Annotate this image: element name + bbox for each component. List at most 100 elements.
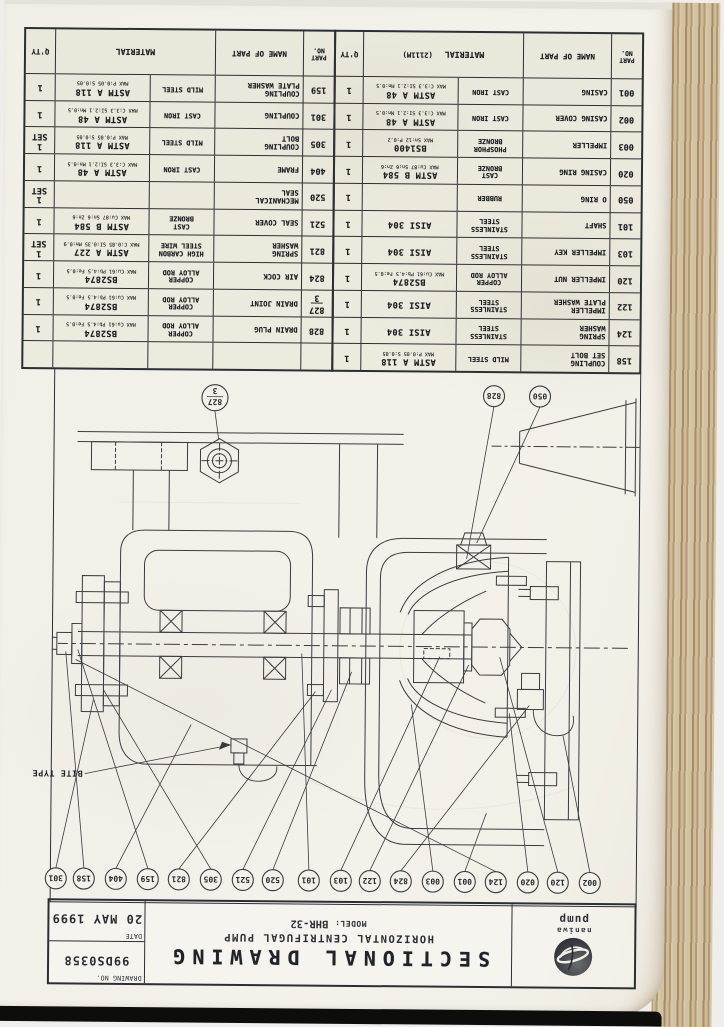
- balloon-103: 103: [333, 876, 348, 885]
- material-name-cell: MILD STEEL: [149, 129, 214, 155]
- model-label: MODEL:: [335, 919, 367, 928]
- qty-cell: 1: [335, 130, 362, 156]
- header-material-note: (2111M): [403, 50, 433, 58]
- qty-cell: 1: [25, 154, 54, 180]
- manufacturer-logo: naniwa pump: [511, 904, 634, 987]
- date-value: 20 MAY 1999: [51, 912, 142, 927]
- qty-cell: 1: [25, 101, 54, 127]
- date-label: DATE: [125, 932, 142, 940]
- balloon-828: 828: [487, 391, 502, 400]
- leader-line: [562, 736, 591, 873]
- balloon-001: 001: [457, 877, 472, 886]
- part-name-cell: CASING: [523, 78, 611, 105]
- leader-line: [74, 660, 498, 872]
- leader-line: [179, 690, 316, 870]
- material-name-cell: [149, 182, 214, 208]
- part-no-cell: 305: [302, 130, 333, 156]
- part-no-cell: [300, 344, 331, 370]
- material-name-cell: RUBBER: [457, 185, 522, 211]
- header-name-of-part: NAME OF PART: [523, 33, 611, 78]
- pump-logo-icon: [552, 936, 594, 978]
- model-value: BHR-32: [290, 917, 328, 929]
- part-name-cell: DRAIN PLUG: [212, 316, 300, 343]
- balloon-301: 301: [48, 873, 63, 882]
- part-name-cell: O RING: [522, 185, 610, 212]
- qty-cell: [23, 341, 52, 367]
- qty-cell: 1: [333, 317, 360, 343]
- part-no-cell: 824: [301, 264, 332, 290]
- part-no-cell: 520: [302, 183, 333, 209]
- leader-line: [56, 699, 93, 868]
- drawing-title-cell: SECTIONAL DRAWING HORIZONTAL CENTRIFUGAL…: [144, 901, 512, 986]
- part-no-cell: 159: [303, 76, 334, 102]
- material-spec-cell: [52, 342, 147, 369]
- qty-cell: 1: [334, 291, 361, 317]
- material-spec-cell: [362, 184, 457, 211]
- qty-cell: 1: [335, 157, 362, 183]
- part-name-cell: IMPELLER: [522, 132, 610, 159]
- leader-line: [401, 704, 529, 872]
- part-no-cell: 821: [301, 237, 332, 263]
- part-no-cell: 404: [302, 157, 333, 183]
- balloon-827/3: 827: [208, 397, 223, 406]
- part-name-cell: FRAME: [214, 156, 302, 183]
- balloon-002: 002: [582, 878, 597, 887]
- material-name-cell: MILD STEEL: [455, 345, 520, 371]
- leader-line: [465, 813, 487, 872]
- part-name-cell: CASING COVER: [522, 105, 610, 132]
- header-material: MATERIAL(2111M): [363, 32, 524, 77]
- part-no-cell: 003: [610, 133, 641, 159]
- page-subtitle: HORIZONTAL CENTRIFUGAL PUMP: [223, 931, 434, 945]
- qty-cell: 1: [23, 315, 52, 341]
- paper-sheet: naniwa pump SECTIONAL DRAWING HORIZONTAL…: [0, 0, 672, 1017]
- leader-line: [116, 724, 191, 869]
- balloon-003: 003: [425, 877, 440, 886]
- leader-line: [64, 651, 86, 868]
- part-name-cell: IMPELLER KEY: [521, 239, 609, 266]
- title-block-meta: DRAWING NO. 99DS0358 DATE 20 MAY 1999: [49, 900, 144, 983]
- balloon-020: 020: [520, 877, 535, 886]
- title-block: naniwa pump SECTIONAL DRAWING HORIZONTAL…: [47, 898, 637, 989]
- part-no-cell: 122: [609, 293, 640, 319]
- leader-line: [300, 653, 311, 870]
- balloon-denominator: 3: [212, 386, 217, 395]
- part-name-cell: COUPLING: [214, 102, 302, 129]
- material-spec-cell: AISI 304: [360, 318, 455, 345]
- balloon-124: 124: [488, 877, 503, 886]
- part-no-cell: 050: [610, 186, 641, 212]
